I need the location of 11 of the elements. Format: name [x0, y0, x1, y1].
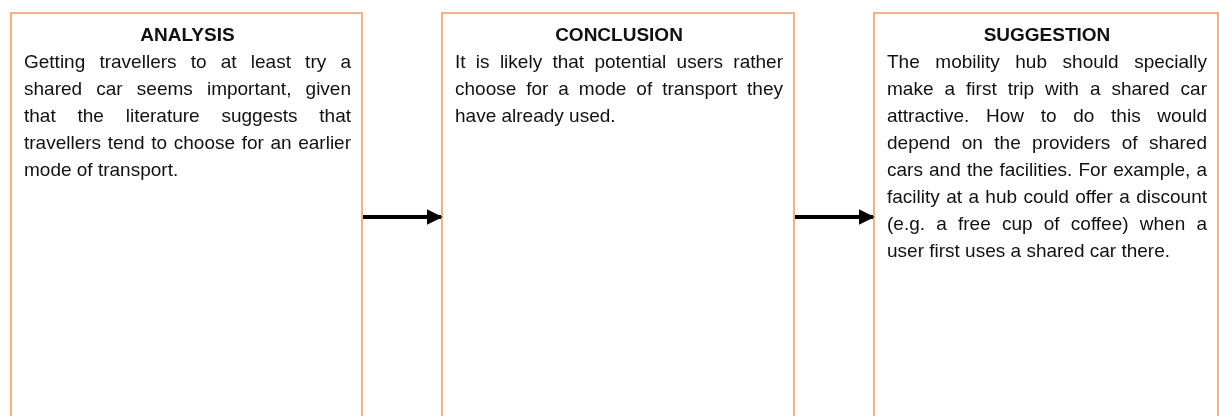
text-box — [10, 12, 363, 416]
box-text: Getting travellers to at least try a shared car seems important, given that the literature suggests that travellers tend to choose for an earlier mode of transport. — [24, 50, 351, 182]
box-heading: SUGGESTION — [982, 23, 1112, 47]
box-heading: CONCLUSION — [554, 23, 684, 47]
text-box — [873, 12, 1219, 416]
box-text: The mobility hub should specially make a first trip with a shared car attractive. How to do this would depend on the providers of shared cars and the facilities. For example, a facility at a hub could offer a discount (e.g. a free cup of coffee) when a user first uses a shared car there. — [887, 50, 1207, 263]
arrow — [363, 209, 443, 225]
box-heading: ANALYSIS — [139, 23, 236, 47]
text-box — [441, 12, 795, 416]
arrow — [795, 209, 875, 225]
box-text: It is likely that potential users rather choose for a mode of transport they have already used. — [455, 50, 783, 128]
